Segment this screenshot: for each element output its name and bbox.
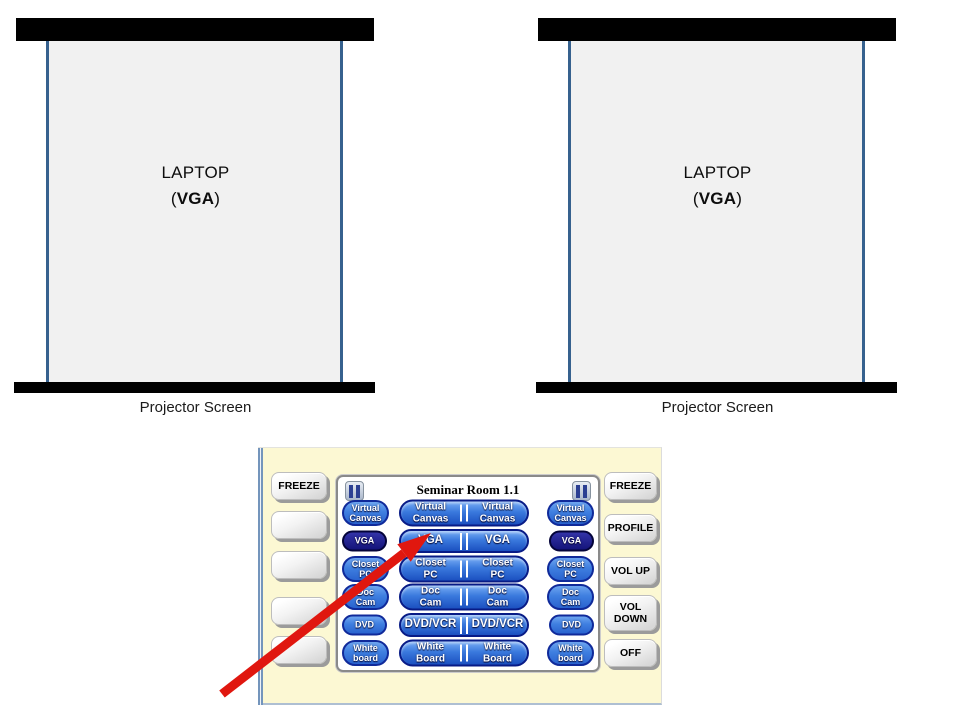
- screen-caption: Projector Screen: [661, 399, 774, 416]
- dvd-left-button[interactable]: DVD: [342, 614, 387, 636]
- screen-source-title: LAPTOP: [683, 163, 752, 182]
- virtual-canvas-right-button[interactable]: Virtual Canvas: [547, 500, 594, 526]
- source-row-vga: VGA VGA VGA VGA: [338, 527, 598, 555]
- screen-bottom-bar: [536, 382, 897, 393]
- screen-source-sub: (VGA): [692, 189, 743, 209]
- screen-caption: Projector Screen: [139, 399, 252, 416]
- screen-source-title: LAPTOP: [161, 163, 230, 182]
- virtual-canvas-left-button[interactable]: Virtual Canvas: [342, 500, 389, 526]
- blank-button-3[interactable]: [271, 597, 327, 625]
- doc-cam-right-button[interactable]: Doc Cam: [547, 584, 594, 610]
- pause-icon[interactable]: [572, 481, 591, 501]
- closet-pc-dual-button[interactable]: Closet PC Closet PC: [399, 555, 529, 583]
- source-row-doc-cam: Doc Cam Doc Cam Doc Cam Doc Cam: [338, 583, 598, 611]
- divider-bars-icon: [460, 644, 468, 662]
- projector-screen-right: LAPTOP (VGA) Projector Screen: [536, 18, 897, 418]
- divider-bars-icon: [460, 532, 468, 550]
- screen-top-bar: [16, 18, 374, 41]
- doc-cam-left-button[interactable]: Doc Cam: [342, 584, 389, 610]
- divider-bars-icon: [460, 616, 468, 634]
- off-button[interactable]: OFF: [604, 639, 657, 667]
- projector-screen-left: LAPTOP (VGA) Projector Screen: [14, 18, 375, 418]
- source-rows: Virtual Canvas Virtual Canvas Virtual Ca…: [338, 499, 598, 667]
- vga-dual-button[interactable]: VGA VGA: [399, 529, 529, 553]
- room-title: Seminar Room 1.1: [416, 482, 520, 497]
- screen-top-bar: [538, 18, 896, 41]
- blank-button-1[interactable]: [271, 511, 327, 539]
- source-row-closet-pc: Closet PC Closet PC Closet PC Closet PC: [338, 555, 598, 583]
- screen-source-label: LAPTOP (VGA): [538, 160, 897, 213]
- freeze-button-left[interactable]: FREEZE: [271, 472, 327, 500]
- profile-button[interactable]: PROFILE: [604, 514, 657, 542]
- source-row-virtual-canvas: Virtual Canvas Virtual Canvas Virtual Ca…: [338, 499, 598, 527]
- whiteboard-dual-button[interactable]: White Board White Board: [399, 639, 529, 667]
- screen-source-label: LAPTOP (VGA): [16, 160, 375, 213]
- source-selection-panel: Seminar Room 1.1 Virtual Canvas Virtual …: [336, 475, 600, 672]
- touch-control-panel: FREEZE FREEZE PROFILE VOL UP VOL DOWN OF…: [258, 447, 662, 705]
- source-row-whiteboard: White board White Board White Board Whit…: [338, 639, 598, 667]
- blank-button-2[interactable]: [271, 551, 327, 579]
- whiteboard-left-button[interactable]: White board: [342, 640, 389, 666]
- vol-down-button[interactable]: VOL DOWN: [604, 595, 657, 631]
- blank-button-4[interactable]: [271, 636, 327, 664]
- vga-left-button[interactable]: VGA: [342, 530, 387, 552]
- freeze-button-right[interactable]: FREEZE: [604, 472, 657, 500]
- divider-bars-icon: [460, 504, 468, 522]
- screen-source-sub: (VGA): [170, 189, 221, 209]
- closet-pc-right-button[interactable]: Closet PC: [547, 556, 594, 582]
- doc-cam-dual-button[interactable]: Doc Cam Doc Cam: [399, 583, 529, 611]
- vol-up-button[interactable]: VOL UP: [604, 557, 657, 585]
- divider-bars-icon: [460, 588, 468, 606]
- vga-right-button[interactable]: VGA: [549, 530, 594, 552]
- screen-surface: [46, 41, 343, 382]
- source-row-dvd: DVD DVD/VCR DVD/VCR DVD: [338, 611, 598, 639]
- dvd-vcr-dual-button[interactable]: DVD/VCR DVD/VCR: [399, 613, 529, 637]
- dvd-right-button[interactable]: DVD: [549, 614, 594, 636]
- screen-bottom-bar: [14, 382, 375, 393]
- whiteboard-right-button[interactable]: White board: [547, 640, 594, 666]
- closet-pc-left-button[interactable]: Closet PC: [342, 556, 389, 582]
- virtual-canvas-dual-button[interactable]: Virtual Canvas Virtual Canvas: [399, 499, 529, 527]
- divider-bars-icon: [460, 560, 468, 578]
- panel-edge-line: [258, 448, 263, 705]
- screen-surface: [568, 41, 865, 382]
